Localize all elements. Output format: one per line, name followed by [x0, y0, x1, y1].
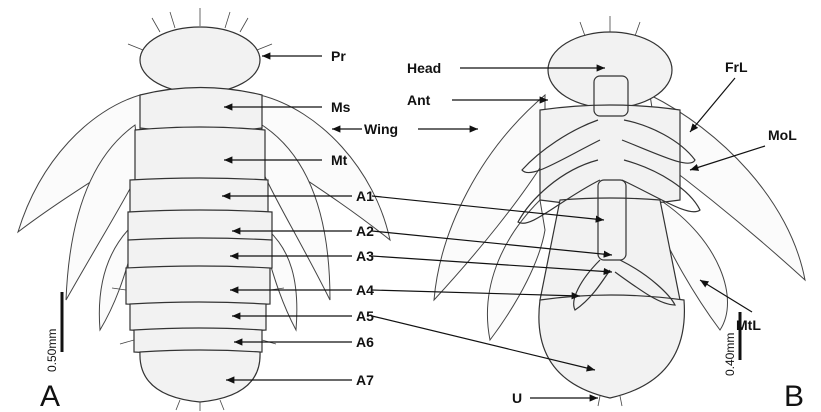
ventral-head-shape: [548, 32, 672, 108]
scale-a-label: 0.50mm: [45, 329, 59, 372]
ventral-abdomen-tip-shape: [539, 295, 685, 398]
abdomen-segment-7: [140, 350, 260, 402]
label-frl: FrL: [725, 59, 748, 75]
label-a7: A7: [356, 372, 374, 388]
panel-letter-a: A: [40, 380, 60, 412]
label-wing: Wing: [364, 121, 398, 137]
scale-bar-a: 0.50mm: [45, 292, 62, 372]
label-ms: Ms: [331, 99, 351, 115]
abdomen-segment-3: [128, 238, 272, 270]
label-head: Head: [407, 60, 441, 76]
label-a4: A4: [356, 282, 374, 298]
label-a3: A3: [356, 248, 374, 264]
scale-b-label: 0.40mm: [723, 333, 737, 376]
abdomen-segment-4: [126, 266, 270, 306]
ventral-view-drawing: [434, 16, 805, 406]
label-ant: Ant: [407, 92, 431, 108]
metathorax-shape: [135, 127, 265, 183]
label-a6: A6: [356, 334, 374, 350]
abdomen-segment-2: [128, 210, 272, 242]
panel-letter-b: B: [784, 380, 804, 412]
label-a1: A1: [356, 188, 374, 204]
label-u: U: [512, 390, 522, 406]
label-a2: A2: [356, 223, 374, 239]
label-a5: A5: [356, 308, 374, 324]
label-mt: Mt: [331, 152, 348, 168]
label-mol: MoL: [768, 127, 797, 143]
label-pr: Pr: [331, 48, 346, 64]
dorsal-view-drawing: [18, 8, 390, 411]
pronotum-shape: [140, 27, 260, 93]
mesothorax-shape: [140, 88, 262, 133]
